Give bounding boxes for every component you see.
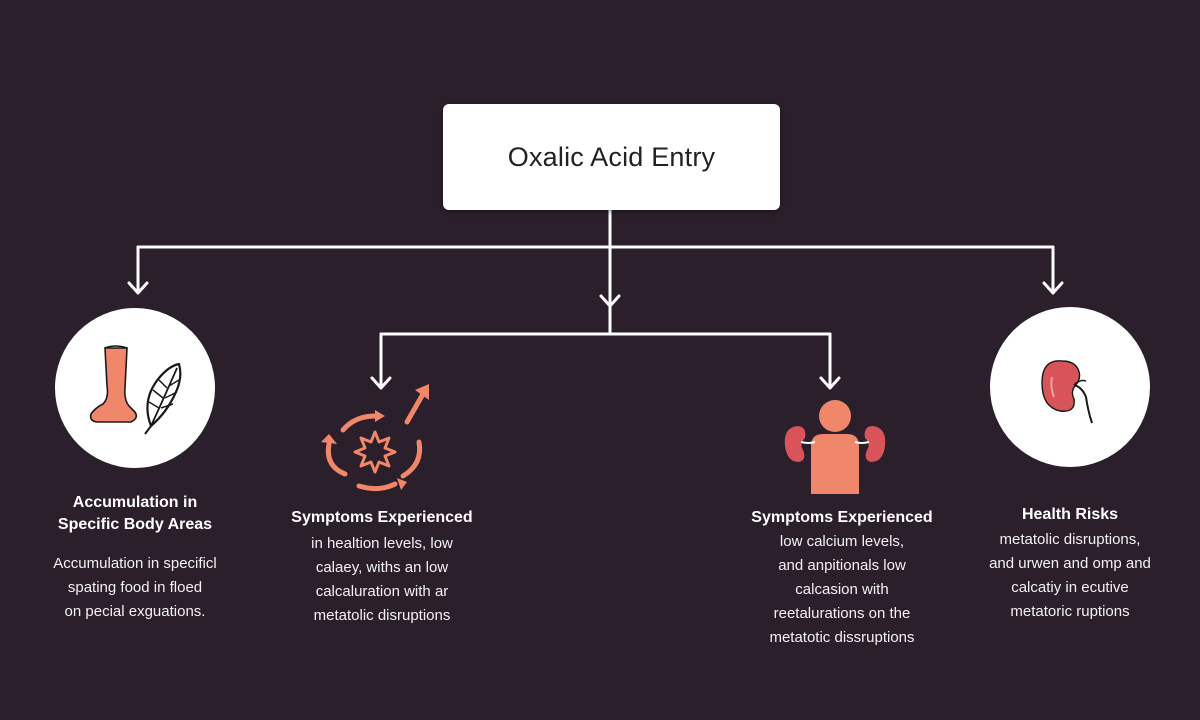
node-4-title: Health Risks: [970, 504, 1170, 526]
arrowhead-inner-right: [819, 376, 841, 390]
node-3-desc-line: metatotic dissruptions: [769, 629, 915, 646]
node-1-title: Accumulation in Specific Body Areas: [30, 492, 240, 536]
node-1-title-line: Specific Body Areas: [57, 516, 213, 533]
person-kidneys-icon: [784, 400, 886, 494]
node-4-desc-line: metatolic disruptions,: [999, 531, 1141, 548]
node-1-description: Accumulation in specificl spating food i…: [20, 552, 250, 624]
node-1-title-line: Accumulation in: [72, 494, 198, 511]
node-2-desc-line: calaey, withs an low: [315, 559, 449, 576]
node-4-description: metatolic disruptions, and urwen and omp…: [960, 528, 1180, 624]
node-4-icon-circle: [990, 307, 1150, 467]
node-4-desc-line: metatoric ruptions: [1010, 603, 1130, 620]
node-3-title-line: Symptoms Experienced: [751, 509, 933, 526]
node-3-description: low calcium levels, and anpitionals low …: [732, 530, 952, 650]
node-2-desc-line: metatolic disruptions: [313, 607, 451, 624]
node-3-desc-line: and anpitionals low: [778, 557, 906, 574]
node-4-desc-line: calcatiy in ecutive: [1011, 579, 1129, 596]
node-4-desc-line: and urwen and omp and: [989, 555, 1151, 572]
node-4-title-line: Health Risks: [1021, 506, 1119, 523]
root-title: Oxalic Acid Entry: [507, 141, 716, 172]
node-2-description: in healtion levels, low calaey, withs an…: [272, 532, 492, 628]
node-3-desc-line: low calcium levels,: [779, 533, 905, 550]
node-3-desc-line: calcasion with: [795, 581, 889, 598]
node-3-desc-line: reetalurations on the: [773, 605, 911, 622]
arrowhead-inner-left: [370, 376, 392, 390]
node-2-desc-line: in healtion levels, low: [311, 535, 453, 552]
node-1-icon-circle: [55, 308, 215, 468]
arrowhead-left: [127, 281, 149, 295]
cycle-burst-arrow-icon: [321, 384, 429, 492]
kidney-icon: [1041, 360, 1093, 424]
node-2-title-line: Symptoms Experienced: [291, 509, 473, 526]
node-2-desc-line: calcaluration with ar: [315, 583, 449, 600]
foot-and-leaf-icon: [89, 345, 182, 435]
root-node: Oxalic Acid Entry: [443, 104, 780, 210]
node-3-title: Symptoms Experienced: [732, 507, 952, 529]
node-1-desc-line: spating food in floed: [67, 579, 203, 596]
arrowhead-center: [599, 294, 621, 308]
node-1-desc-line: Accumulation in specificl: [53, 555, 217, 572]
arrowhead-right: [1042, 281, 1064, 295]
node-2-title: Symptoms Experienced: [272, 507, 492, 529]
node-1-desc-line: on pecial exguations.: [64, 603, 206, 620]
